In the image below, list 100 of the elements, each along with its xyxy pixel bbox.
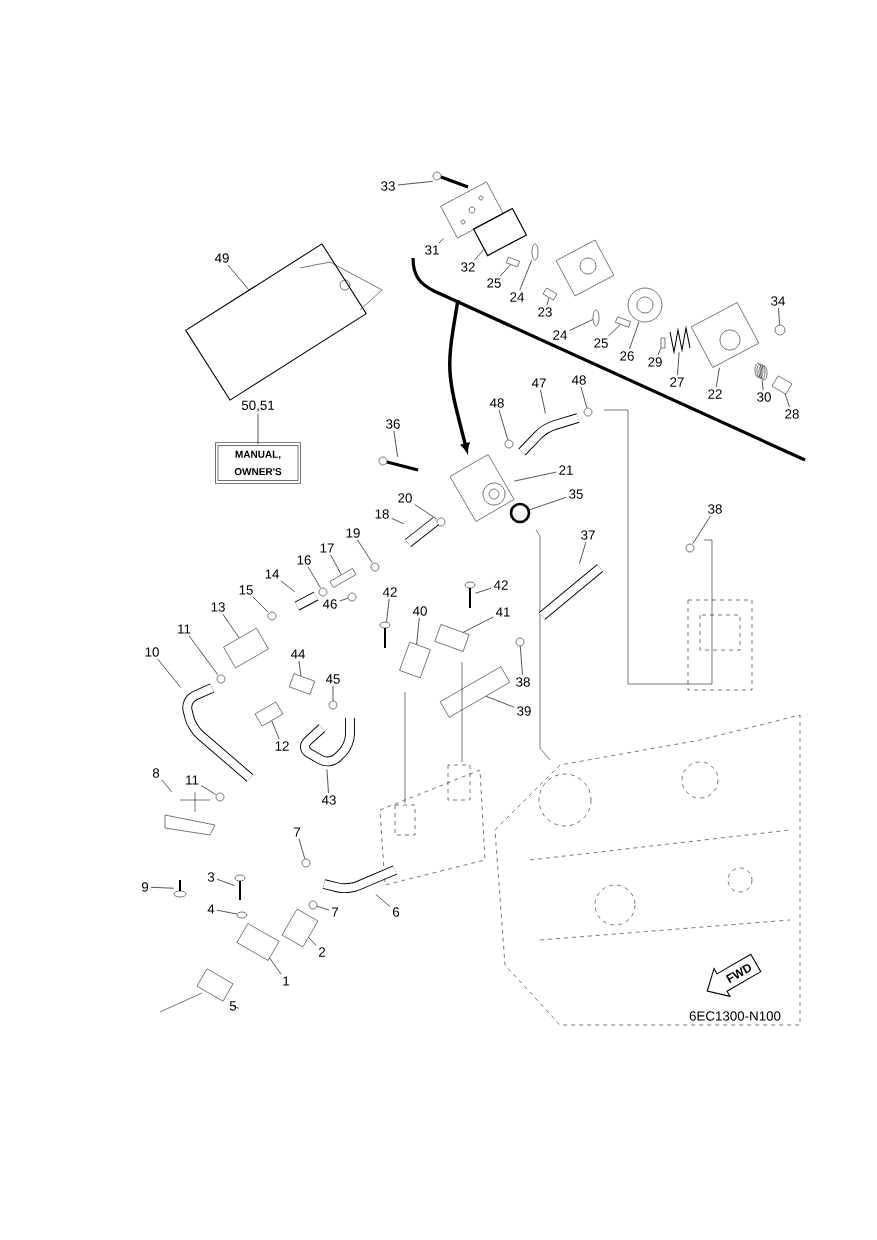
leader-line	[784, 393, 790, 408]
callout-number: 15	[239, 585, 253, 595]
screw	[615, 316, 631, 328]
leader-line	[393, 430, 398, 458]
callout-number: 40	[412, 606, 427, 616]
callout-number: 36	[386, 419, 400, 429]
leader-line	[252, 596, 269, 613]
callout-number: 11	[186, 775, 199, 785]
leader-line	[232, 1005, 240, 1009]
leader-line	[416, 617, 420, 645]
callout-number: 24	[510, 292, 524, 302]
hose-clip	[370, 562, 380, 572]
callout-number: 39	[517, 706, 531, 716]
leader-line	[157, 658, 182, 688]
callout-number: 28	[785, 409, 799, 419]
joint	[164, 791, 216, 836]
bolt	[432, 171, 469, 189]
callout-number: 25	[594, 338, 608, 348]
callout-number: 7	[332, 907, 339, 917]
leader-line	[715, 367, 720, 388]
hose	[294, 591, 319, 611]
leader-line	[608, 324, 621, 337]
hose-clip	[328, 700, 338, 710]
leader-line	[692, 515, 711, 545]
leader-line	[580, 386, 588, 409]
hose-clip	[318, 587, 328, 597]
callout-number: 11	[178, 624, 191, 634]
leader-line	[216, 909, 238, 915]
leader-line	[498, 409, 509, 441]
leader-line	[257, 413, 259, 445]
leader-line	[330, 554, 342, 576]
callout-number: 26	[620, 351, 634, 361]
leader-line	[339, 598, 349, 602]
leader-line	[216, 878, 236, 886]
leader-line	[326, 768, 329, 794]
leader-line	[485, 695, 515, 708]
callout-number: 32	[461, 262, 475, 272]
clamp	[254, 701, 284, 727]
leader-line	[397, 181, 434, 186]
callout-number: 21	[559, 465, 573, 475]
callout-number: 41	[495, 607, 510, 617]
leader-line	[271, 720, 280, 740]
callout-number: 17	[320, 543, 334, 553]
callout-number: 6	[392, 907, 400, 917]
leader-line	[474, 587, 492, 594]
leader-line	[308, 937, 317, 946]
leader-line	[761, 379, 764, 391]
leader-line	[529, 496, 567, 511]
hose-clip	[515, 637, 525, 647]
leader-line	[520, 645, 523, 676]
hose-clip	[685, 543, 695, 553]
leader-line	[569, 319, 594, 331]
callout-number: 2	[318, 947, 326, 957]
leader-line	[500, 264, 511, 277]
leader-line	[188, 635, 219, 676]
callout-number: 35	[569, 489, 583, 499]
washer	[236, 911, 248, 919]
callout-number: 30	[757, 392, 771, 402]
leader-line	[386, 598, 390, 623]
leader-line	[579, 541, 587, 565]
label-card: MANUAL, OWNER'S	[215, 442, 301, 484]
screw	[506, 256, 520, 268]
callout-number: 37	[581, 530, 595, 540]
callout-number: 27	[670, 377, 684, 387]
bag	[185, 243, 383, 401]
gasket	[281, 908, 319, 948]
leader-line	[414, 504, 438, 520]
diaphragm	[627, 287, 663, 323]
cap	[159, 968, 234, 1013]
leader-line	[298, 660, 302, 677]
fuel-pump	[449, 454, 515, 522]
callout-number: 38	[708, 504, 722, 514]
hose	[538, 564, 604, 620]
callout-number: 34	[771, 296, 785, 306]
leader-line	[657, 347, 662, 356]
leader-line	[227, 264, 250, 291]
hose-clip	[267, 611, 277, 621]
leader-line	[375, 893, 391, 908]
callout-number: 42	[382, 587, 397, 597]
callout-number: 5	[229, 1001, 237, 1011]
leader-line	[298, 838, 306, 860]
o-ring	[509, 502, 531, 524]
gasket	[472, 207, 528, 257]
callout-number: 48	[489, 398, 504, 408]
callout-number: 38	[516, 677, 530, 687]
bolt	[464, 581, 476, 609]
leader-line	[357, 539, 373, 564]
leader-line	[677, 351, 680, 376]
joint	[329, 568, 357, 588]
leader-line	[332, 685, 334, 702]
callout-number: 48	[571, 375, 586, 385]
hose	[518, 413, 580, 456]
hose-clip	[215, 792, 225, 802]
nut	[774, 324, 786, 336]
leader-line	[540, 389, 546, 415]
callout-number: 16	[297, 555, 311, 565]
callout-number: 23	[538, 307, 552, 317]
callout-number: 3	[207, 872, 215, 882]
hose-clip	[504, 439, 514, 449]
pin	[660, 337, 666, 349]
